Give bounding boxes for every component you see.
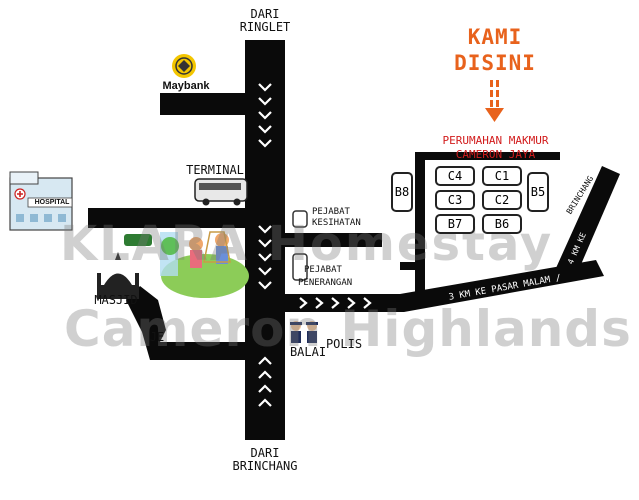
label-dari-brinchang-1: DARI bbox=[250, 446, 280, 460]
headline-line1: KAMI bbox=[467, 25, 523, 49]
label-balai: BALAI bbox=[289, 345, 327, 359]
park-playground-icon bbox=[160, 231, 249, 298]
label-dari-ringlet-2: RINGLET bbox=[239, 20, 291, 34]
road-hospital bbox=[88, 208, 248, 228]
road-estate-vertical bbox=[415, 152, 425, 292]
chevrons-down-top bbox=[258, 83, 272, 148]
unit-b6: B6 bbox=[482, 214, 522, 234]
label-maybank: Maybank bbox=[162, 80, 210, 92]
road-kesihatan bbox=[284, 233, 382, 247]
unit-c4: C4 bbox=[435, 166, 475, 186]
mosque-icon bbox=[97, 252, 139, 299]
unit-b5: B5 bbox=[527, 172, 549, 212]
label-polis: POLIS bbox=[325, 337, 363, 351]
label-hospital: HOSPITAL bbox=[34, 199, 70, 206]
road-estate-top bbox=[415, 152, 560, 160]
chevrons-down-middle bbox=[258, 225, 272, 290]
unit-c2: C2 bbox=[482, 190, 522, 210]
unit-c1: C1 bbox=[482, 166, 522, 186]
destination-line1: PERUMAHAN MAKMUR bbox=[442, 134, 549, 147]
penerangan-building bbox=[292, 253, 308, 281]
watermark-line1: KLARA Homestay bbox=[60, 216, 554, 272]
bus-icon bbox=[194, 178, 248, 206]
label-dari-ringlet-1: DARI bbox=[250, 7, 280, 21]
label-dari-brinchang-2: BRINCHANG bbox=[232, 459, 298, 473]
chevrons-right-pasar bbox=[299, 297, 372, 309]
road-brinchang-diagonal bbox=[556, 166, 620, 276]
headline-line2: DISINI bbox=[454, 51, 536, 75]
unit-b8: B8 bbox=[391, 172, 413, 212]
kesihatan-building bbox=[292, 210, 308, 228]
marker-plaque-icon bbox=[124, 234, 152, 246]
chevrons-up-bottom bbox=[258, 356, 272, 407]
label-terminal: TERMINAL bbox=[186, 163, 244, 177]
road-maybank bbox=[160, 93, 250, 115]
label-je: JE bbox=[149, 330, 165, 344]
label-kesihatan-1: PEJABAT bbox=[312, 207, 350, 217]
hospital-building-icon bbox=[9, 171, 73, 231]
destination-arrow-icon bbox=[485, 80, 504, 122]
maybank-logo-icon bbox=[172, 54, 196, 78]
unit-c3: C3 bbox=[435, 190, 475, 210]
label-masjid: MASJID bbox=[94, 293, 138, 307]
unit-b7: B7 bbox=[435, 214, 475, 234]
police-figures-icon bbox=[290, 321, 318, 343]
destination-line2: CAMERON JAYA bbox=[455, 148, 536, 161]
label-penerangan-1: PEJABAT bbox=[304, 265, 342, 275]
label-penerangan-2: PENERANGAN bbox=[298, 278, 353, 288]
road-estate-spur bbox=[400, 262, 425, 270]
road-masjid bbox=[126, 286, 248, 360]
watermark-line2: Cameron Highlands bbox=[64, 300, 632, 358]
label-kesihatan-2: KESIHATAN bbox=[312, 218, 361, 228]
